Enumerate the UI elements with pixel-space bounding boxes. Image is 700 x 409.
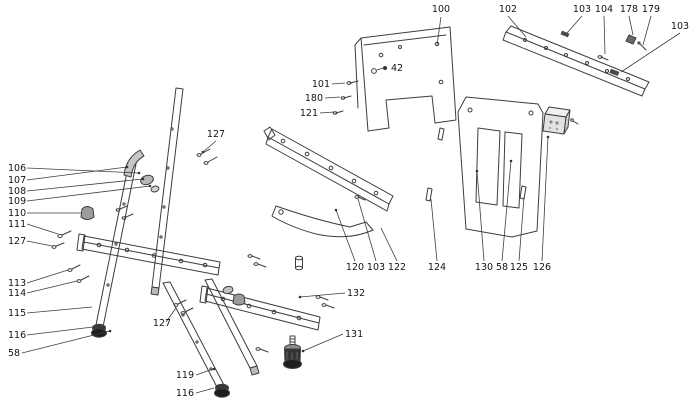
part-label-102: 102 [499, 4, 517, 15]
part-disc-109 [150, 185, 160, 193]
part-screw-lower-mid [255, 347, 269, 353]
part-label-103-top: 103 [573, 4, 591, 15]
part-label-104: 104 [595, 4, 613, 15]
part-label-127-top: 127 [207, 129, 225, 140]
part-label-131: 131 [345, 329, 363, 340]
leader-dots [108, 66, 550, 371]
part-leg-lower-long-119 [162, 281, 227, 392]
diagram-artwork [51, 25, 650, 398]
part-label-116-left: 116 [8, 330, 26, 341]
part-label-100: 100 [432, 4, 450, 15]
part-disc-lower [222, 285, 234, 295]
part-label-115: 115 [8, 308, 26, 319]
part-disc-108 [140, 174, 154, 186]
part-label-58-mid: 58 [496, 262, 508, 273]
part-pin-125 [519, 185, 527, 200]
part-support-arm-122 [271, 205, 374, 238]
part-label-120: 120 [346, 262, 364, 273]
part-screw-104 [597, 55, 609, 61]
part-label-116-bottom: 116 [176, 388, 194, 399]
part-label-106: 106 [8, 163, 26, 174]
part-label-101: 101 [312, 79, 330, 90]
part-label-119: 119 [176, 370, 194, 381]
part-spacer [295, 255, 303, 271]
part-bracket-178 [625, 34, 637, 45]
part-label-42: 42 [391, 63, 403, 74]
part-label-180: 180 [305, 93, 323, 104]
part-label-178: 178 [620, 4, 638, 15]
part-label-124: 124 [428, 262, 446, 273]
part-label-126: 126 [533, 262, 551, 273]
part-rail-upper-left [76, 233, 221, 276]
part-curved-bracket-107 [123, 149, 145, 178]
part-label-108: 108 [8, 186, 26, 197]
part-label-114: 114 [8, 288, 26, 299]
part-label-125: 125 [510, 262, 528, 273]
part-labels: 100 102 103 104 178 179 103 101 180 121 … [8, 4, 689, 399]
part-leg-upper-rear [150, 87, 184, 296]
part-label-109: 109 [8, 196, 26, 207]
part-leg-lower-short [204, 278, 260, 376]
part-knob-lower [232, 293, 246, 306]
part-label-111: 111 [8, 219, 26, 230]
part-foot-116-left [91, 323, 107, 338]
part-leveling-foot-131 [283, 335, 302, 369]
leader-lines [21, 15, 681, 394]
part-screws-rail-132 [315, 295, 335, 309]
part-pin-124 [425, 187, 433, 202]
part-label-107: 107 [8, 175, 26, 186]
part-label-127-bottom: 127 [153, 318, 171, 329]
part-switch-block-126 [542, 106, 579, 135]
part-label-130: 130 [475, 262, 493, 273]
part-panel-100 [354, 26, 457, 132]
part-label-132: 132 [347, 288, 365, 299]
part-screws-mid-left [115, 205, 134, 220]
part-knob-110 [80, 206, 95, 220]
part-side-panel-130 [457, 96, 544, 238]
part-mid-rail-120 [263, 126, 394, 212]
part-label-113: 113 [8, 278, 26, 289]
part-screws-127-top [196, 148, 218, 165]
part-screws-center [247, 254, 267, 268]
part-label-103-bottom: 103 [367, 262, 385, 273]
part-screw-103-mid [354, 195, 366, 201]
part-top-rail [502, 25, 650, 97]
part-label-127-left: 127 [8, 236, 26, 247]
part-foot-116-bottom [214, 383, 230, 398]
part-screws-127-bottom [173, 299, 194, 315]
part-label-58-left: 58 [8, 348, 20, 359]
part-label-110: 110 [8, 208, 26, 219]
part-label-121: 121 [300, 108, 318, 119]
part-pin-upper [437, 127, 445, 141]
part-label-179: 179 [642, 4, 660, 15]
part-screws-101-180-121 [332, 80, 359, 115]
part-label-122: 122 [388, 262, 406, 273]
part-pin-179 [637, 41, 647, 51]
part-clip-103-top [560, 30, 570, 38]
part-clip-103-right [609, 68, 620, 77]
part-rail-132 [199, 285, 321, 331]
part-label-103-right: 103 [671, 21, 689, 32]
